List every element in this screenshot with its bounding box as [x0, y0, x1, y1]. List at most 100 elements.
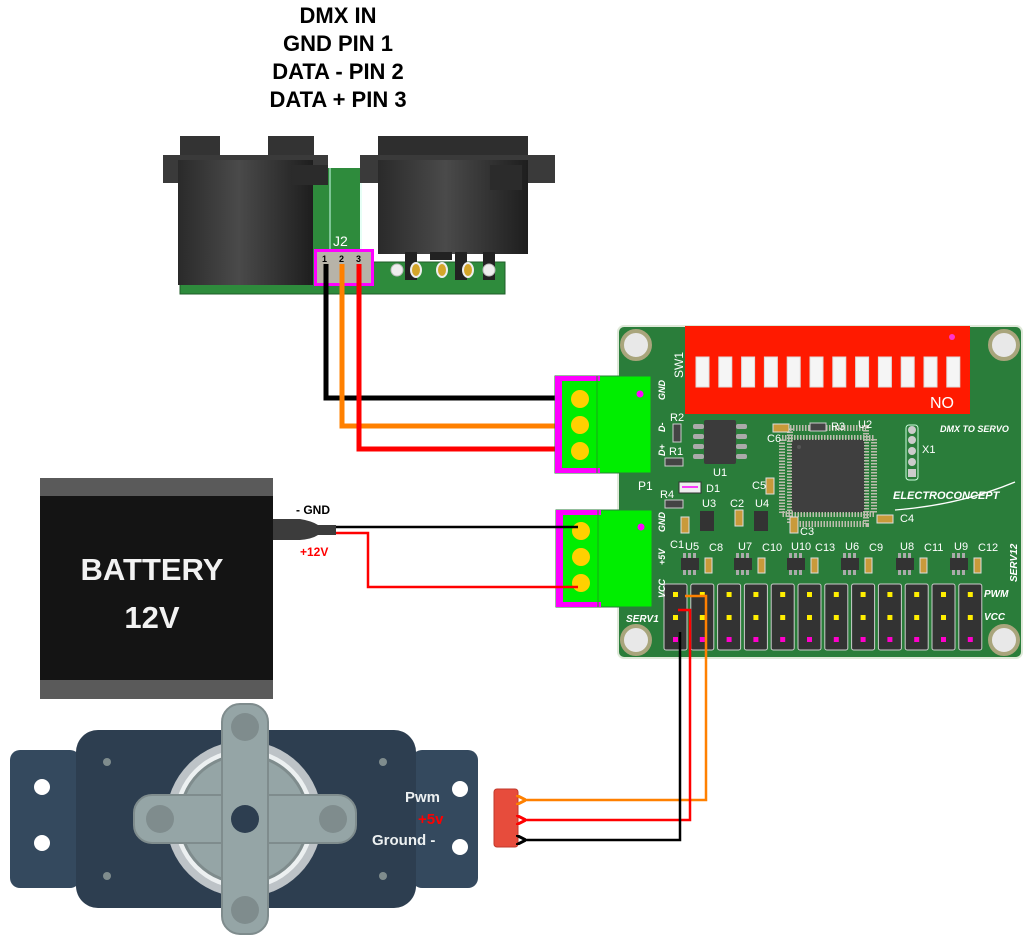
dip-switch-lever[interactable]: [877, 356, 892, 388]
servo-header-channel[interactable]: [690, 583, 715, 651]
ic-u1: U1: [693, 420, 747, 479]
wire-gnd-black: [323, 264, 578, 401]
svg-text:C5: C5: [752, 480, 766, 492]
dip-switch-lever[interactable]: [741, 356, 756, 388]
servo-header-channel[interactable]: [824, 583, 849, 651]
dip-switch-lever[interactable]: [923, 356, 938, 388]
board-title: DMX TO SERVO: [940, 424, 1009, 434]
svg-text:R2: R2: [670, 412, 684, 424]
dip-switch-lever[interactable]: [900, 356, 915, 388]
servo-driver: U5 C8: [681, 541, 723, 575]
battery-label: BATTERY: [81, 552, 224, 587]
servo-header-channel[interactable]: [851, 583, 876, 651]
servo-header-channel[interactable]: [877, 583, 902, 651]
dip-switch-lever[interactable]: [718, 356, 733, 388]
mounting-hole: [988, 624, 1020, 656]
dip-switch-lever[interactable]: [763, 356, 778, 388]
cap-ref-label: C12: [978, 542, 998, 554]
servo-motor: Pwm +5v Ground -: [10, 703, 519, 935]
serv12-label: SERV12: [1009, 543, 1020, 582]
wire-servo-5v: [524, 608, 692, 820]
mcu-u2: U2: [779, 419, 877, 527]
cap-ref-label: C13: [815, 542, 835, 554]
power-pin-5v: +5V: [657, 548, 667, 565]
dip-switch-sw1[interactable]: SW1 NO: [672, 326, 970, 414]
sw1-label: SW1: [672, 352, 686, 378]
p1-pin-dminus: D-: [657, 423, 667, 433]
servo-ground-label: Ground -: [372, 832, 435, 849]
terminal-block-power[interactable]: GND +5V VCC: [555, 509, 667, 608]
title-line-data-minus: DATA - PIN 2: [272, 59, 404, 84]
servo-plug[interactable]: [493, 788, 519, 848]
driver-ref-label: U7: [738, 541, 752, 553]
driver-ref-label: U8: [900, 541, 914, 553]
driver-ref-label: U10: [791, 541, 811, 553]
servo-pwm-label: Pwm: [405, 789, 440, 806]
dip-switch-lever[interactable]: [786, 356, 801, 388]
svg-text:R4: R4: [660, 489, 674, 501]
servo-header-channel[interactable]: [663, 583, 688, 651]
p1-label: P1: [638, 479, 653, 493]
mounting-hole: [988, 329, 1020, 361]
dip-switch-lever[interactable]: [809, 356, 824, 388]
svg-text:U1: U1: [713, 467, 727, 479]
svg-text:C3: C3: [800, 526, 814, 538]
svg-text:X1: X1: [922, 444, 935, 456]
cap-ref-label: C10: [762, 542, 782, 554]
svg-text:C4: C4: [900, 513, 914, 525]
servo-driver: U7 C10: [734, 541, 782, 575]
servo-driver: U6 C9: [841, 541, 883, 575]
p1-pin-dplus: D+: [657, 444, 667, 456]
dip-switch-body: [685, 326, 970, 414]
svg-text:C2: C2: [730, 498, 744, 510]
servo-header-channel[interactable]: [904, 583, 929, 651]
mounting-hole: [620, 624, 652, 656]
dmx-to-servo-board: SW1 NO DMX TO SERVO ELECTROCONCEPT U1: [554, 325, 1023, 659]
j2-label: J2: [333, 233, 348, 249]
row-label-vcc: VCC: [984, 612, 1006, 623]
wire-data-minus-orange: [339, 264, 578, 429]
dmx-pinout-title: DMX IN GND PIN 1 DATA - PIN 2 DATA + PIN…: [220, 2, 456, 114]
dip-switch-lever[interactable]: [695, 356, 710, 388]
dip-switch-lever[interactable]: [832, 356, 847, 388]
driver-ref-label: U6: [845, 541, 859, 553]
servo-header-channel[interactable]: [770, 583, 795, 651]
servo-header-channel[interactable]: [931, 583, 956, 651]
p1-pin-gnd: GND: [657, 380, 667, 401]
wire-servo-pwm: [524, 594, 708, 800]
title-line-dmx-in: DMX IN: [299, 3, 377, 28]
battery-12v: BATTERY 12V - GND +12V: [40, 478, 336, 699]
servo-left-tab: [10, 750, 80, 888]
servo-driver: U10 C13: [787, 541, 835, 575]
wire-battery-12v: [336, 531, 578, 589]
dip-switch-no-label: NO: [930, 395, 954, 412]
servo-5v-label: +5v: [418, 811, 444, 828]
j2-pin-1: 1: [322, 254, 327, 264]
svg-text:R3: R3: [831, 421, 845, 433]
dip-switch-lever[interactable]: [855, 356, 870, 388]
title-line-gnd: GND PIN 1: [282, 31, 394, 56]
servo-header-channel[interactable]: [743, 583, 768, 651]
power-wires: [336, 525, 578, 589]
wire-servo-ground: [524, 632, 682, 840]
servo-header-channel[interactable]: [717, 583, 742, 651]
driver-ref-label: U5: [685, 541, 699, 553]
cap-ref-label: C8: [709, 542, 723, 554]
c1-label: C1: [670, 539, 684, 551]
mounting-hole: [620, 329, 652, 361]
j2-pin-3: 3: [356, 254, 361, 264]
dip-switch-lever[interactable]: [946, 356, 961, 388]
passive-components: R2 R1 R4 D1 C6 R3 C5 C2 C3 C4 U3 U4: [660, 412, 914, 538]
battery-cable-plug: [273, 519, 336, 540]
cap-ref-label: C9: [869, 542, 883, 554]
power-pin-vcc: VCC: [657, 578, 667, 598]
servo-header-channel[interactable]: [797, 583, 822, 651]
terminal-block-p1[interactable]: GND D- D+ P1: [554, 375, 667, 493]
battery-pos-label: +12V: [300, 545, 328, 559]
brand-logo: ELECTROCONCEPT: [893, 490, 1001, 502]
dip-levers: [695, 356, 961, 388]
servo-header-channel[interactable]: [958, 583, 983, 651]
row-label-pwm: PWM: [984, 589, 1009, 600]
